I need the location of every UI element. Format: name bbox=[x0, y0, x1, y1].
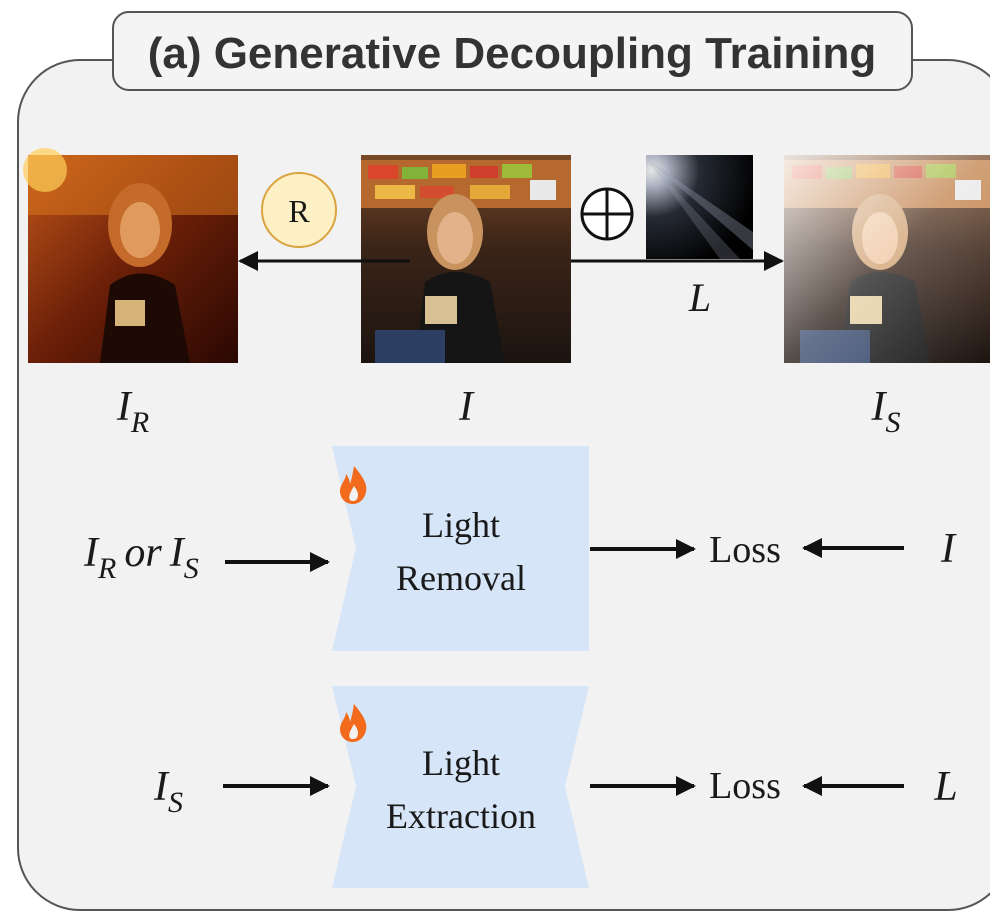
light-removal-label-line2: Removal bbox=[396, 558, 526, 598]
input-image bbox=[361, 155, 571, 363]
light-extraction-input: IS bbox=[153, 764, 183, 819]
relight-badge: R bbox=[261, 172, 337, 248]
light-extraction-loss: Loss bbox=[709, 765, 781, 807]
light-label: L bbox=[688, 275, 711, 320]
synthetic-image bbox=[784, 155, 990, 363]
direct-sum-icon bbox=[580, 187, 634, 241]
light-removal-loss: Loss bbox=[709, 529, 781, 571]
title-box: (a) Generative Decoupling Training bbox=[112, 11, 913, 91]
synthetic-image-label: IS bbox=[871, 384, 901, 439]
light-removal-label-line1: Light bbox=[422, 505, 500, 545]
relit-image-label: IR bbox=[116, 384, 149, 439]
light-removal-module: Light Removal bbox=[332, 446, 589, 651]
title: (a) Generative Decoupling Training bbox=[148, 29, 877, 78]
light-extraction-label-line2: Extraction bbox=[386, 796, 536, 836]
light-image bbox=[646, 155, 753, 259]
flame-icon bbox=[340, 704, 367, 742]
light-removal-target: I bbox=[940, 526, 957, 572]
relit-image bbox=[23, 148, 238, 363]
flame-icon bbox=[340, 466, 367, 504]
light-extraction-target: L bbox=[933, 764, 957, 810]
light-extraction-module: Light Extraction bbox=[332, 686, 589, 888]
input-image-label: I bbox=[458, 384, 475, 430]
light-extraction-label-line1: Light bbox=[422, 743, 500, 783]
relight-badge-label: R bbox=[288, 193, 310, 229]
